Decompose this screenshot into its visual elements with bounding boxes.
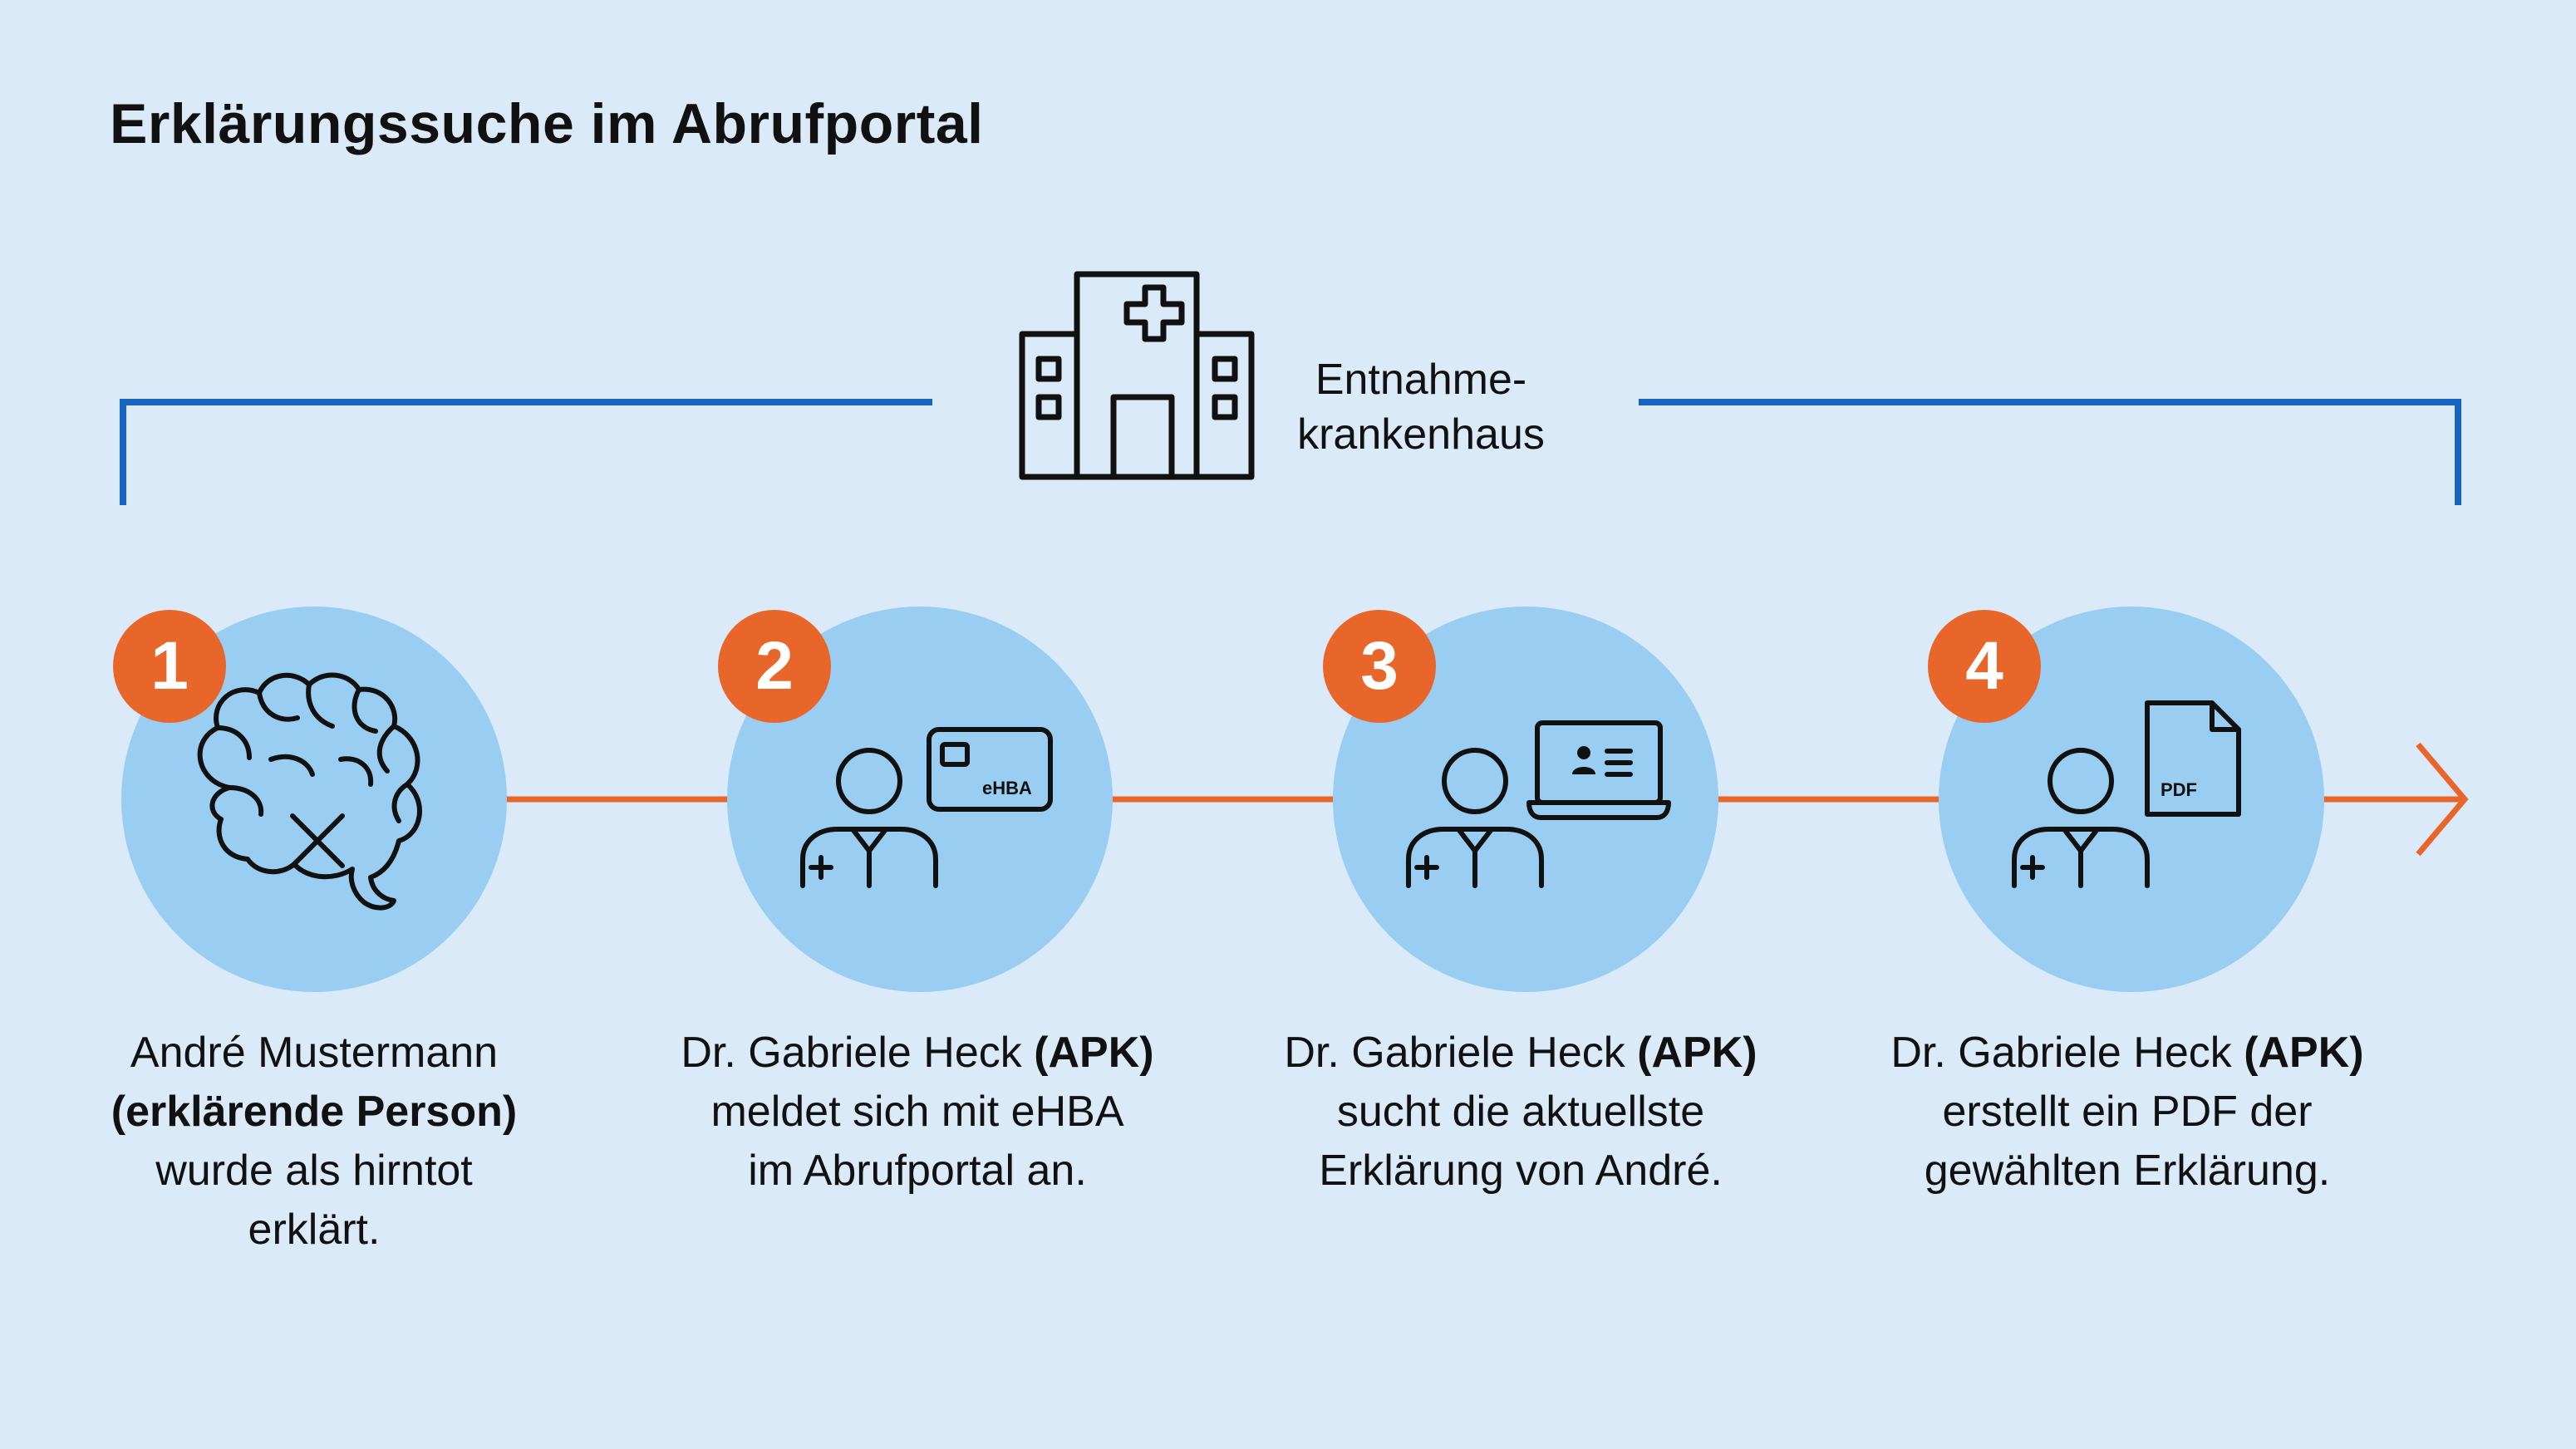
hospital-label-line-2: krankenhaus xyxy=(1297,410,1545,459)
doctor-laptop-icon xyxy=(1406,720,1671,888)
doctor-figure xyxy=(2012,748,2150,888)
doctor-figure xyxy=(800,748,938,888)
step-1-caption: André Mustermann (erklärende Person) wur… xyxy=(15,1024,613,1260)
caption-line: sucht die aktuellste xyxy=(1336,1088,1705,1136)
laptop-base xyxy=(1526,800,1671,820)
pdf-document xyxy=(2145,700,2241,817)
step-4-badge: 4 xyxy=(1928,610,2041,723)
hospital-bracket xyxy=(120,399,2461,505)
caption-line: Erklärung von André. xyxy=(1319,1147,1723,1195)
caption-line: erstellt ein PDF der xyxy=(1942,1088,2313,1136)
caption-line: Dr. Gabriele Heck (APK) xyxy=(1890,1029,2364,1077)
caption-line: erklärt. xyxy=(248,1206,381,1254)
timeline-arrowhead xyxy=(2416,742,2469,857)
caption-line: im Abrufportal an. xyxy=(748,1147,1087,1195)
doctor-card-icon xyxy=(800,727,1053,888)
page-title: Erklärungssuche im Abrufportal xyxy=(110,92,984,155)
hospital-label: Entnahme- krankenhaus xyxy=(1263,352,1579,462)
step-3-badge: 3 xyxy=(1323,610,1436,723)
caption-line: Dr. Gabriele Heck (APK) xyxy=(681,1029,1154,1077)
pdf-label: PDF xyxy=(2161,779,2197,800)
bracket-left xyxy=(120,399,932,505)
caption-line: Dr. Gabriele Heck (APK) xyxy=(1284,1029,1757,1077)
doctor-pdf-icon xyxy=(2012,700,2241,888)
step-1-badge: 1 xyxy=(113,610,226,723)
step-2-caption: Dr. Gabriele Heck (APK) meldet sich mit … xyxy=(618,1024,1217,1201)
ehba-card xyxy=(927,727,1053,812)
step-2-badge: 2 xyxy=(718,610,831,723)
step-4-caption: Dr. Gabriele Heck (APK) erstellt ein PDF… xyxy=(1828,1024,2426,1201)
caption-line: (erklärende Person) xyxy=(111,1088,518,1136)
step-2-circle xyxy=(727,607,1113,992)
caption-line: gewählten Erklärung. xyxy=(1924,1147,2331,1195)
brain-icon xyxy=(197,672,422,911)
hospital-icon xyxy=(1019,271,1255,480)
step-3-circle xyxy=(1333,607,1718,992)
caption-line: meldet sich mit eHBA xyxy=(710,1088,1124,1136)
doctor-figure xyxy=(1406,748,1544,888)
caption-line: wurde als hirntot xyxy=(155,1147,473,1195)
step-4-circle xyxy=(1939,607,2324,992)
bracket-right xyxy=(1639,399,2461,505)
hospital-label-line-1: Entnahme- xyxy=(1315,356,1527,404)
caption-line: André Mustermann xyxy=(130,1029,499,1077)
step-circles xyxy=(121,607,2324,992)
step-3-caption: Dr. Gabriele Heck (APK) sucht die aktuel… xyxy=(1222,1024,1820,1201)
ehba-card-label: eHBA xyxy=(982,778,1032,798)
